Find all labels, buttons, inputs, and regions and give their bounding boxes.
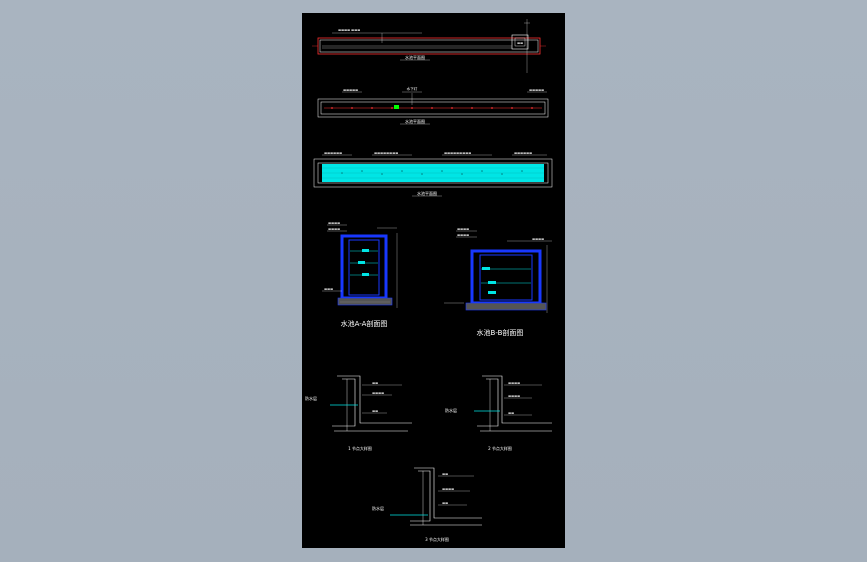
cad-drawing: ▬▬▬▬ ▬▬▬ ▬▬ 水池平面图 ▬▬ [305, 19, 553, 542]
svg-text:▬▬▬▬▬: ▬▬▬▬▬ [529, 88, 544, 92]
detail-3: ▬▬ ▬▬▬▬ ▬▬ 防水层 3 节点大样图 [372, 467, 482, 542]
detail-1-caption: 1 节点大样图 [348, 445, 372, 451]
svg-text:▬▬▬▬: ▬▬▬▬ [508, 394, 520, 398]
svg-text:▬▬: ▬▬ [442, 472, 448, 476]
svg-text:▬▬▬▬ ▬▬▬: ▬▬▬▬ ▬▬▬ [338, 28, 360, 32]
svg-text:▬▬▬▬: ▬▬▬▬ [328, 227, 340, 231]
detail-2-label: 防水层 [445, 407, 457, 413]
plan-2-label: 水下灯 [407, 86, 418, 91]
svg-text:▬▬: ▬▬ [442, 501, 448, 505]
svg-text:▬▬: ▬▬ [508, 411, 514, 415]
svg-text:▬▬▬▬▬▬▬▬▬: ▬▬▬▬▬▬▬▬▬ [444, 151, 471, 155]
plan-2: ▬▬▬▬▬ ▬▬▬▬▬ 水下灯 水池平面图 [317, 86, 549, 125]
drawing-sheet[interactable]: ▬▬▬▬ ▬▬▬ ▬▬ 水池平面图 ▬▬ [302, 13, 565, 548]
svg-text:▬▬▬▬▬: ▬▬▬▬▬ [343, 88, 358, 92]
plan-2-caption: 水池平面图 [405, 118, 425, 124]
svg-text:▬▬▬▬: ▬▬▬▬ [457, 227, 469, 231]
svg-text:▬▬: ▬▬ [517, 41, 523, 45]
detail-2-caption: 2 节点大样图 [488, 445, 512, 451]
detail-3-caption: 3 节点大样图 [425, 536, 449, 542]
section-a: ▬▬▬▬ ▬▬▬▬ ▬▬▬ 水池A-A剖面图 [322, 221, 398, 328]
detail-1: ▬▬ ▬▬▬▬ ▬▬ 防水层 1 节点大样图 [305, 375, 412, 451]
svg-text:▬▬▬▬: ▬▬▬▬ [442, 487, 454, 491]
svg-text:▬▬▬▬: ▬▬▬▬ [372, 391, 384, 395]
detail-3-label: 防水层 [372, 505, 384, 511]
section-a-caption: 水池A-A剖面图 [341, 319, 388, 328]
section-b-caption: 水池B-B剖面图 [477, 328, 524, 337]
section-b: ▬▬▬▬ ▬▬▬▬ ▬▬▬▬ 水池B-B剖面图 [444, 227, 552, 337]
svg-text:▬▬▬▬: ▬▬▬▬ [508, 381, 520, 385]
plan-3: ▬▬▬▬▬▬ ▬▬▬▬▬▬▬▬ ▬▬▬▬▬▬▬▬▬ ▬▬▬▬▬▬ 水池平面图 [313, 151, 553, 197]
svg-text:▬▬▬▬: ▬▬▬▬ [457, 233, 469, 237]
plan-1: ▬▬▬▬ ▬▬▬ ▬▬ 水池平面图 [312, 19, 546, 73]
svg-text:▬▬▬▬▬▬▬▬: ▬▬▬▬▬▬▬▬ [374, 151, 398, 155]
svg-text:▬▬▬▬: ▬▬▬▬ [328, 221, 340, 225]
svg-text:▬▬▬▬: ▬▬▬▬ [532, 237, 544, 241]
plan-3-caption: 水池平面图 [417, 190, 437, 196]
svg-text:▬▬: ▬▬ [372, 409, 378, 413]
svg-text:▬▬: ▬▬ [372, 381, 378, 385]
plan-1-caption: 水池平面图 [405, 54, 425, 60]
svg-text:▬▬▬: ▬▬▬ [324, 287, 333, 291]
svg-text:▬▬▬▬▬▬: ▬▬▬▬▬▬ [514, 151, 532, 155]
svg-text:▬▬▬▬▬▬: ▬▬▬▬▬▬ [324, 151, 342, 155]
detail-2: ▬▬▬▬ ▬▬▬▬ ▬▬ 防水层 2 节点大样图 [445, 375, 552, 451]
detail-1-label: 防水层 [305, 395, 317, 401]
